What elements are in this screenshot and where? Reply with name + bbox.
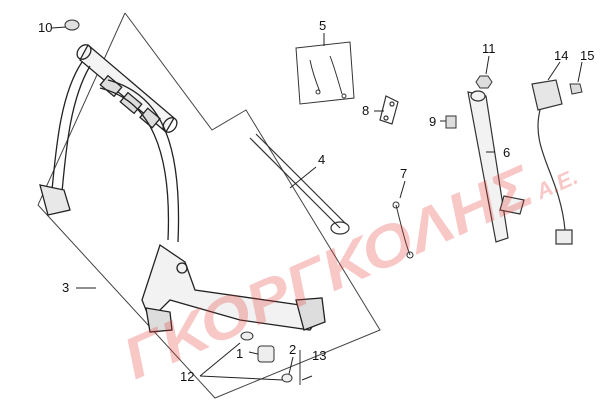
side-stand (467, 90, 525, 243)
callouts: 10 3 4 5 6 7 8 9 11 14 15 1 2 12 13 (38, 18, 594, 384)
callout-7: 7 (400, 166, 407, 181)
spring-set (295, 41, 355, 105)
nut-part (475, 75, 493, 89)
side-stand-spring (392, 201, 414, 259)
callout-13: 13 (312, 348, 326, 363)
pivot-shaft (249, 133, 350, 235)
bushing-set (240, 331, 301, 385)
callout-11: 11 (482, 41, 496, 56)
leader-lines (51, 26, 583, 381)
bolt-part (445, 115, 457, 129)
screw-part (569, 83, 583, 95)
callout-6: 6 (503, 145, 510, 160)
callout-10: 10 (38, 20, 52, 35)
callout-1: 1 (236, 346, 243, 361)
callout-14: 14 (554, 48, 568, 63)
callout-8: 8 (362, 103, 369, 118)
watermark-suffix: Α.Ε. (531, 164, 581, 205)
callout-4: 4 (318, 152, 325, 167)
callout-9: 9 (429, 114, 436, 129)
main-stand-frame (37, 12, 381, 399)
callout-12: 12 (180, 369, 194, 384)
washer-part-10 (64, 19, 80, 31)
clip-part (379, 95, 399, 125)
callout-5: 5 (319, 18, 326, 33)
callout-2: 2 (289, 342, 296, 357)
side-stand-switch (531, 79, 573, 245)
callout-15: 15 (580, 48, 594, 63)
callout-3: 3 (62, 280, 69, 295)
main-stand (39, 43, 326, 333)
